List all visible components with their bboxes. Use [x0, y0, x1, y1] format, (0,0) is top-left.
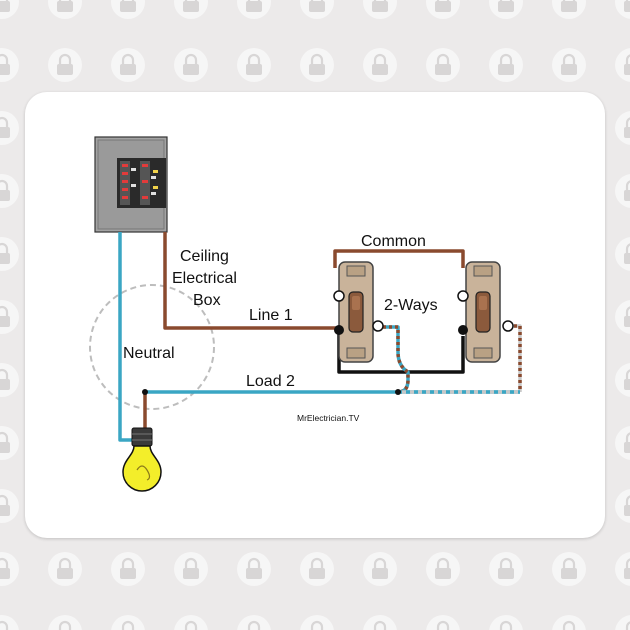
watermark-lock-icon [48, 615, 82, 630]
watermark-lock-icon [489, 615, 523, 630]
watermark-lock-icon [552, 48, 586, 82]
light-bulb-icon [122, 427, 162, 492]
watermark-lock-icon [174, 0, 208, 19]
three-way-switch-icon [333, 261, 384, 363]
watermark-lock-icon [489, 48, 523, 82]
watermark-lock-icon [174, 552, 208, 586]
watermark-lock-icon [615, 237, 630, 271]
watermark-lock-icon [0, 363, 19, 397]
watermark-lock-icon [237, 0, 271, 19]
watermark-lock-icon [174, 615, 208, 630]
junction-dot [395, 389, 401, 395]
load2-label: Load 2 [246, 373, 295, 390]
watermark-lock-icon [174, 48, 208, 82]
ceiling-box-label-line1: Ceiling [180, 248, 229, 265]
watermark-lock-icon [0, 48, 19, 82]
watermark-lock-icon [300, 552, 334, 586]
line1-label: Line 1 [249, 307, 293, 324]
watermark-lock-icon [552, 615, 586, 630]
watermark-lock-icon [615, 489, 630, 523]
line1-wire [163, 232, 344, 330]
watermark-lock-icon [363, 0, 397, 19]
watermark-lock-icon [615, 300, 630, 334]
watermark-lock-icon [615, 426, 630, 460]
watermark-lock-icon [237, 48, 271, 82]
watermark-lock-icon [552, 0, 586, 19]
watermark-lock-icon [426, 615, 460, 630]
watermark-lock-icon [0, 111, 19, 145]
watermark-lock-icon [363, 48, 397, 82]
neutral-label: Neutral [123, 345, 175, 362]
watermark-lock-icon [426, 0, 460, 19]
watermark-lock-icon [0, 615, 19, 630]
watermark-lock-icon [489, 0, 523, 19]
watermark-lock-icon [489, 552, 523, 586]
three-way-switch-icon [457, 261, 514, 363]
ceiling-box-label-line2: Electrical [172, 270, 237, 287]
common-label: Common [361, 233, 426, 250]
watermark-lock-icon [615, 363, 630, 397]
watermark-lock-icon [0, 0, 19, 19]
junction-dot [142, 389, 148, 395]
watermark-lock-icon [615, 552, 630, 586]
watermark-lock-icon [615, 174, 630, 208]
watermark-lock-icon [111, 615, 145, 630]
neutral-highlight-circle [89, 284, 215, 410]
right-switch-wire [508, 324, 522, 392]
wires [118, 232, 522, 442]
watermark-lock-icon [426, 552, 460, 586]
watermark-lock-icon [300, 615, 334, 630]
watermark-lock-icon [615, 615, 630, 630]
watermark-lock-icon [111, 552, 145, 586]
watermark-lock-icon [615, 111, 630, 145]
watermark-lock-icon [0, 489, 19, 523]
ceiling-box-label-line3: Box [193, 292, 221, 309]
watermark-lock-icon [48, 0, 82, 19]
watermark-lock-icon [615, 0, 630, 19]
neutral-wire [118, 232, 140, 442]
watermark-lock-icon [615, 48, 630, 82]
watermark-lock-icon [300, 0, 334, 19]
watermark-lock-icon [0, 426, 19, 460]
switch-leg-wire [383, 325, 410, 394]
credit-label: MrElectrician.TV [297, 413, 360, 423]
watermark-lock-icon [300, 48, 334, 82]
common-wire [333, 249, 465, 268]
watermark-lock-icon [48, 48, 82, 82]
watermark-lock-icon [0, 300, 19, 334]
watermark-lock-icon [111, 48, 145, 82]
watermark-lock-icon [237, 552, 271, 586]
watermark-lock-icon [111, 0, 145, 19]
two-ways-label: 2-Ways [384, 297, 438, 314]
watermark-lock-icon [0, 552, 19, 586]
watermark-lock-icon [0, 174, 19, 208]
watermark-lock-icon [363, 552, 397, 586]
watermark-lock-icon [0, 237, 19, 271]
watermark-lock-icon [552, 552, 586, 586]
watermark-lock-icon [237, 615, 271, 630]
watermark-lock-icon [48, 552, 82, 586]
breaker-panel-icon [94, 136, 168, 233]
watermark-lock-icon [426, 48, 460, 82]
watermark-lock-icon [363, 615, 397, 630]
